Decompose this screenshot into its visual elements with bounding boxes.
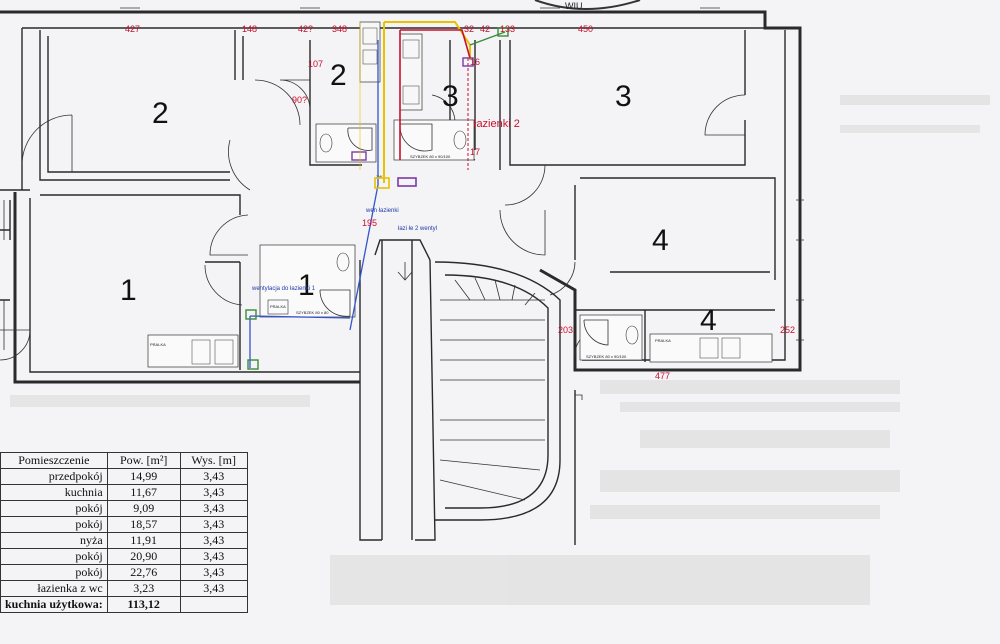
svg-text:427: 427 xyxy=(125,24,140,34)
svg-text:107: 107 xyxy=(308,59,323,69)
bathroom-3-fixtures xyxy=(393,119,475,161)
room-name: kuchnia xyxy=(0,484,108,501)
room-number-1-small: 1 xyxy=(298,269,315,302)
kitchen-counter-3 xyxy=(399,33,423,111)
room-area: 20,90 xyxy=(106,548,181,565)
fixture-label: PRALKA xyxy=(655,338,671,343)
room-height: 3,43 xyxy=(179,516,248,533)
bathroom-4-fixtures xyxy=(579,314,643,361)
svg-text:42: 42 xyxy=(480,24,490,34)
table-header-row: Pomieszczenie Pow. [m²] Wys. [m] xyxy=(0,452,248,469)
bathroom-note: łazienki 2 xyxy=(474,118,520,130)
room-name: pokój xyxy=(0,500,108,517)
fixture-label: SZYBZEK 80 x 80 xyxy=(296,310,329,315)
bathroom-1-fixtures xyxy=(259,244,356,318)
scan-artifacts xyxy=(10,95,990,605)
room-area: 9,09 xyxy=(106,500,181,517)
table-total-row: kuchnia użytkowa:113,12 xyxy=(0,596,248,613)
fixture-label: SZYBZEK 80 x 90/100 xyxy=(586,354,627,359)
room-number-4-small: 4 xyxy=(700,304,717,337)
svg-text:32: 32 xyxy=(464,24,474,34)
fixture-label: PRALKA xyxy=(150,342,166,347)
room-number-4: 4 xyxy=(652,224,669,257)
room-height: 3,43 xyxy=(179,580,248,597)
windows xyxy=(3,7,804,350)
dimension-labels: 427 148 42? 348 32 42 133 450 107 90? 19… xyxy=(125,24,795,381)
room-name: pokój xyxy=(0,564,108,581)
svg-text:252: 252 xyxy=(780,325,795,335)
fixtures: PRALKA PRALKA SZYBZEK 80 x 80 PRALKA SZY… xyxy=(147,21,773,368)
room-name: pokój xyxy=(0,548,108,565)
room-area-table: Pomieszczenie Pow. [m²] Wys. [m] przedpo… xyxy=(0,452,248,613)
room-name: nyża xyxy=(0,532,108,549)
svg-text:133: 133 xyxy=(500,24,515,34)
room-number-2-small: 2 xyxy=(330,59,347,92)
ventilation-note-3: łazi łe 2 wentyl xyxy=(398,226,437,232)
room-height: 3,43 xyxy=(179,548,248,565)
room-height: 3,43 xyxy=(179,532,248,549)
room-number-3-small: 3 xyxy=(442,80,459,113)
room-number-3: 3 xyxy=(615,80,632,113)
compass-label: WIU xyxy=(565,1,583,11)
room-name: przedpokój xyxy=(0,468,108,485)
toilet-4-icon xyxy=(625,325,639,345)
column-header: Wys. [m] xyxy=(179,452,248,469)
bathroom-2-fixtures xyxy=(315,123,377,163)
room-height: 3,43 xyxy=(179,500,248,517)
total-label: kuchnia użytkowa: xyxy=(0,596,108,613)
kitchen-counter-1 xyxy=(147,334,239,368)
fixture-label: PRALKA xyxy=(270,304,286,309)
staircase xyxy=(359,239,583,545)
toilet-3-icon xyxy=(453,130,467,150)
compass-rose: WIU xyxy=(534,0,641,11)
svg-text:90?: 90? xyxy=(292,95,307,105)
room-area: 11,91 xyxy=(106,532,181,549)
pipe-annotations xyxy=(245,21,509,370)
svg-text:195: 195 xyxy=(362,218,377,228)
room-area: 3,23 xyxy=(106,580,181,597)
door-swings xyxy=(0,79,746,361)
svg-text:148: 148 xyxy=(242,24,257,34)
room-area: 18,57 xyxy=(106,516,181,533)
svg-text:477: 477 xyxy=(655,371,670,381)
room-height: 3,43 xyxy=(179,564,248,581)
room-area: 22,76 xyxy=(106,564,181,581)
ventilation-note-1: wentylacja do łazienki 1 xyxy=(251,286,316,292)
fixture-label: ZW xyxy=(376,174,382,179)
column-header: Pow. [m²] xyxy=(106,452,181,469)
room-name: pokój xyxy=(0,516,108,533)
ventilation-note-2: wen łazienki xyxy=(365,208,399,214)
svg-text:42?: 42? xyxy=(298,24,313,34)
fixture-label: SZYBZEK 80 x 90/100 xyxy=(410,154,451,159)
toilet-1-icon xyxy=(336,252,350,272)
column-header: Pomieszczenie xyxy=(0,452,108,469)
annotation-notes: łazienki 2 wentylacja do łazienki 1 wen … xyxy=(251,118,520,292)
svg-text:203: 203 xyxy=(558,325,573,335)
total-value: 113,12 xyxy=(106,596,181,613)
room-height: 3,43 xyxy=(179,468,248,485)
svg-text:17: 17 xyxy=(470,147,480,157)
inner-walls xyxy=(0,30,776,370)
room-area: 14,99 xyxy=(106,468,181,485)
room-name: łazienka z wc xyxy=(0,580,108,597)
kitchen-counter-4 xyxy=(649,333,773,363)
svg-text:450: 450 xyxy=(578,24,593,34)
room-numbers: 2 2 3 3 1 1 4 4 xyxy=(120,59,717,337)
room-height: 3,43 xyxy=(179,484,248,501)
toilet-2-icon xyxy=(319,133,333,153)
svg-text:348: 348 xyxy=(332,24,347,34)
room-number-2: 2 xyxy=(152,97,169,130)
room-area: 11,67 xyxy=(106,484,181,501)
room-number-1: 1 xyxy=(120,274,137,307)
svg-text:16: 16 xyxy=(470,57,480,67)
